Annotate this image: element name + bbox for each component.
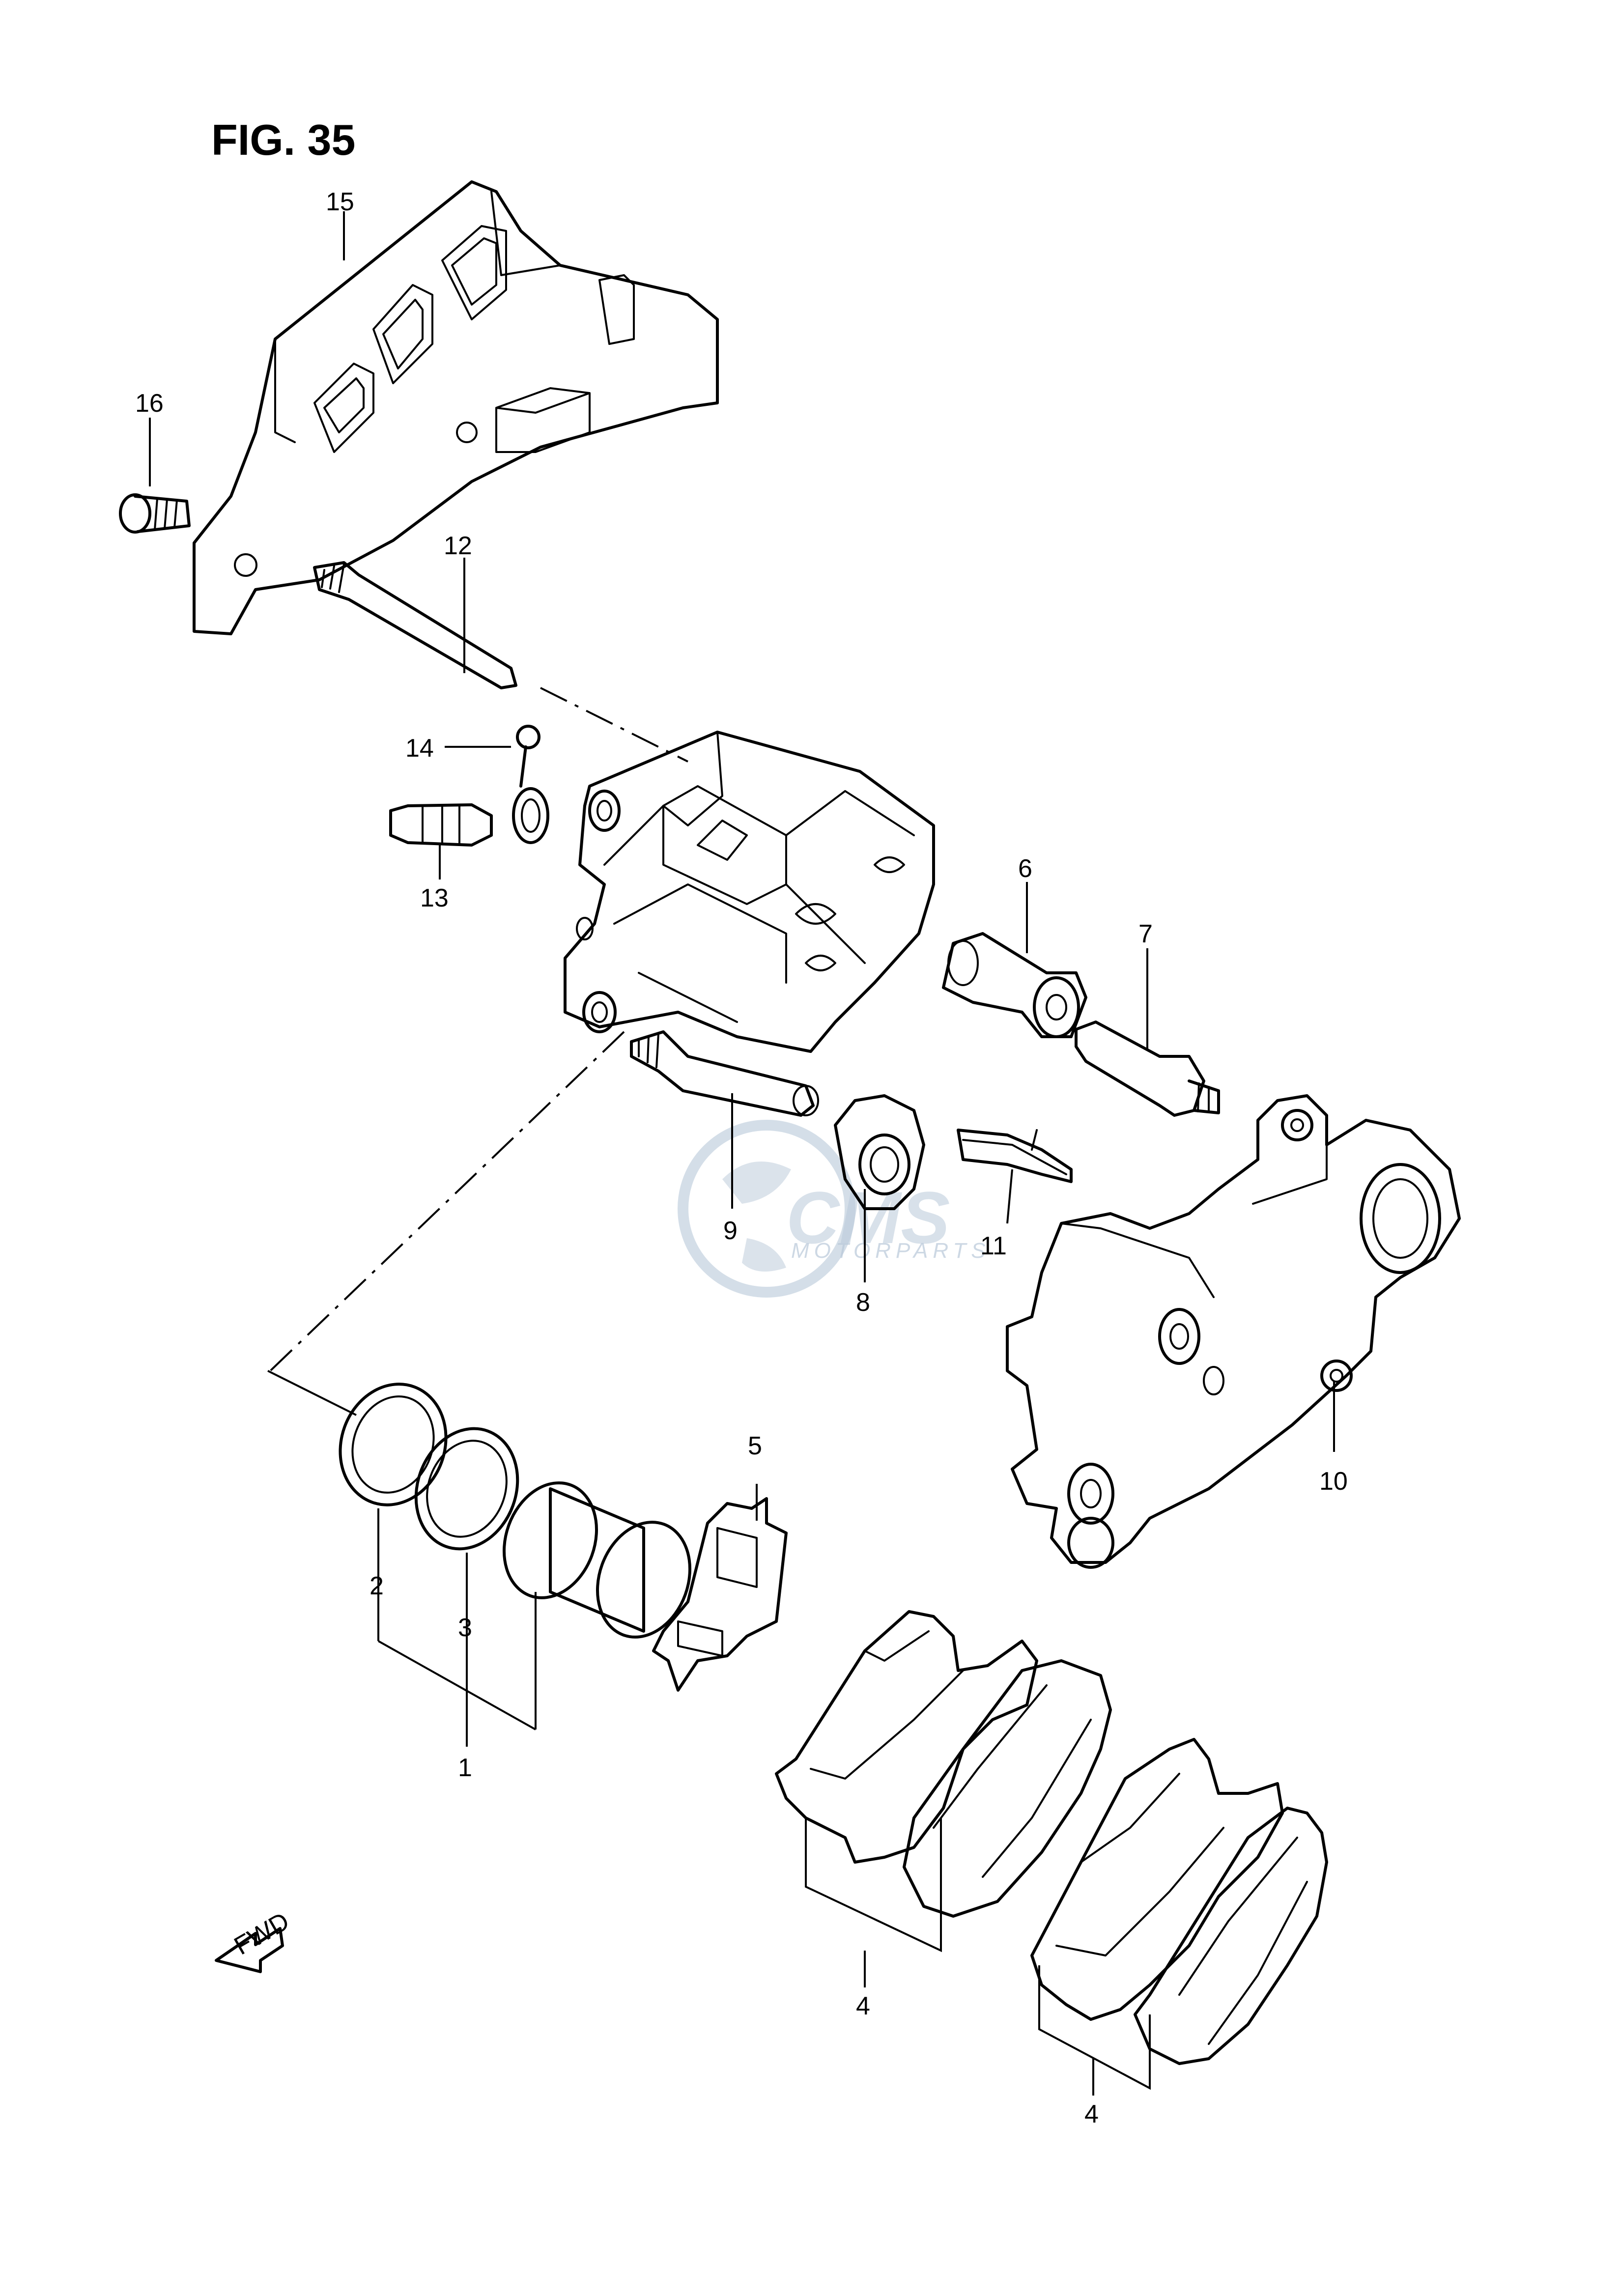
forward-label: FWD — [229, 1907, 294, 1960]
watermark-logo: CMS MOTORPARTS — [678, 1120, 991, 1298]
caliper-body — [564, 731, 935, 1053]
callout-11: 11 — [980, 1232, 1007, 1260]
caliper-pin — [313, 561, 517, 689]
watermark-brand: CMS — [786, 1176, 950, 1259]
callout-16: 16 — [135, 389, 164, 418]
caliper-guard — [193, 180, 719, 635]
callout-14: 14 — [405, 734, 434, 763]
pad-shim — [652, 1497, 788, 1692]
assembly-line-pin — [540, 687, 688, 763]
callout-12: 12 — [444, 532, 472, 560]
assembly-line-piston — [269, 1031, 625, 1372]
callout-9: 9 — [723, 1217, 738, 1245]
callout-2: 2 — [369, 1572, 384, 1600]
slide-bolt — [1075, 1020, 1220, 1117]
callout-6: 6 — [1018, 854, 1032, 883]
brake-pad-set-a — [775, 1610, 1112, 1918]
callout-7: 7 — [1138, 920, 1153, 948]
pad-spring — [957, 1129, 1073, 1183]
callout-10: 10 — [1319, 1467, 1348, 1496]
callout-8: 8 — [856, 1288, 870, 1317]
caliper-bracket — [1006, 1094, 1461, 1569]
leader-lines — [149, 211, 1335, 2096]
bleeder-valve — [389, 803, 493, 847]
callout-5: 5 — [748, 1432, 762, 1460]
piston — [502, 1481, 692, 1639]
brake-pad-set-b — [1030, 1738, 1328, 2065]
watermark-subtitle: MOTORPARTS — [791, 1239, 991, 1263]
callout-1: 1 — [458, 1754, 472, 1782]
callout-4-lower: 4 — [1084, 2100, 1099, 2128]
callout-15: 15 — [326, 188, 354, 216]
piston-seal — [339, 1383, 448, 1506]
sleeve-pin — [630, 1030, 819, 1117]
forward-arrow: FWD — [215, 1907, 294, 1973]
dust-seal — [414, 1427, 519, 1551]
figure-title: FIG. 35 — [211, 115, 355, 164]
bushing — [942, 932, 1087, 1038]
callout-labels: 15 16 12 14 13 6 7 9 8 11 10 5 2 3 1 4 4 — [135, 188, 1348, 2128]
callout-13: 13 — [420, 884, 449, 912]
boot — [834, 1094, 925, 1210]
bleeder-cap — [512, 725, 549, 844]
callout-4-upper: 4 — [856, 1992, 870, 2020]
callout-3: 3 — [458, 1614, 472, 1642]
guard-bolt — [119, 493, 191, 534]
